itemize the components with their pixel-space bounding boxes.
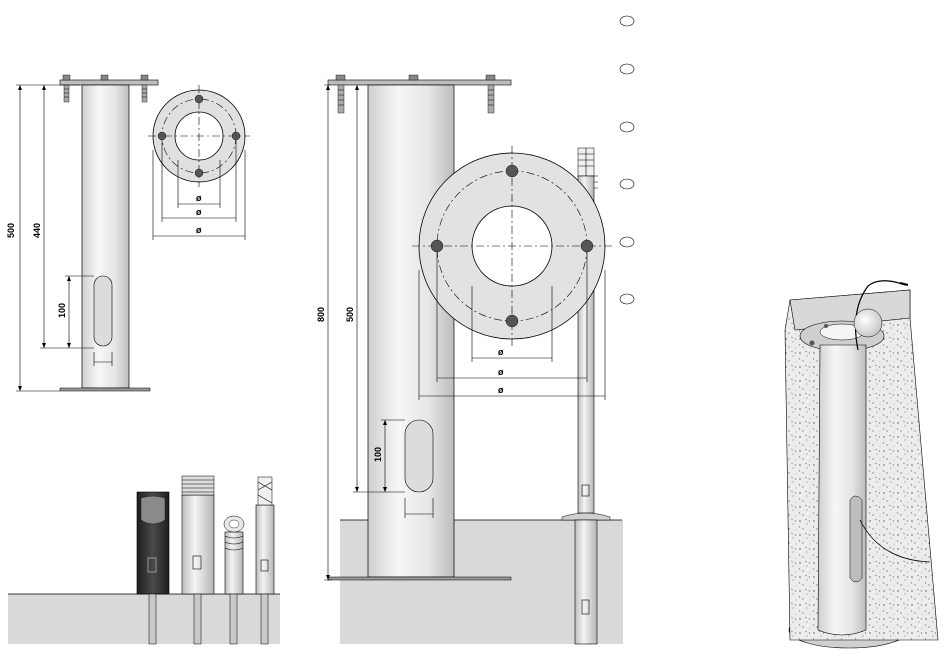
legend-marker: [620, 122, 634, 132]
left-flange-dia-bolt: ø: [196, 207, 202, 217]
concrete-cutaway-drawing: [785, 281, 938, 648]
legend-marker: [620, 294, 634, 304]
bolt-icon: [141, 75, 148, 102]
left-height-embed-label: 440: [32, 223, 42, 238]
bolt-hole-icon: [232, 132, 240, 140]
legend-marker: [620, 16, 634, 26]
bolt-hole-icon: [581, 240, 593, 252]
bolt-hole-icon: [158, 132, 166, 140]
bolt-hole-icon: [431, 240, 443, 252]
bolt-hole-icon: [195, 95, 203, 103]
legend-marker: [620, 64, 634, 74]
left-height-total-label: 500: [6, 223, 16, 238]
bolt-head-icon: [810, 341, 815, 346]
bolt-hole-icon: [506, 315, 518, 327]
bolt-hole-icon: [195, 169, 203, 177]
left-flange-dia-inner: ø: [196, 193, 202, 203]
center-flange-dia-bolt: ø: [498, 367, 504, 377]
legend-marker: [620, 179, 634, 189]
left-opening-height-label: 100: [57, 303, 67, 318]
lamp-bulb-icon: [854, 309, 882, 337]
left-flange-drawing: ø ø ø: [148, 85, 250, 240]
bollard-range-illustration: [8, 476, 280, 644]
bolt-hole-icon: [506, 165, 518, 177]
center-height-total-label: 800: [316, 307, 326, 322]
left-flange-dia-outer: ø: [196, 225, 202, 235]
center-opening-height-label: 100: [373, 447, 383, 462]
center-flange-dia-inner: ø: [498, 347, 504, 357]
bolt-icon: [63, 75, 70, 102]
center-flange-dia-outer: ø: [498, 385, 504, 395]
bolt-head-icon: [824, 324, 828, 328]
legend-marker: [620, 237, 634, 247]
left-post-drawing: 500 440 100: [6, 75, 158, 391]
legend-markers: [620, 16, 634, 304]
center-height-embed-label: 500: [345, 307, 355, 322]
